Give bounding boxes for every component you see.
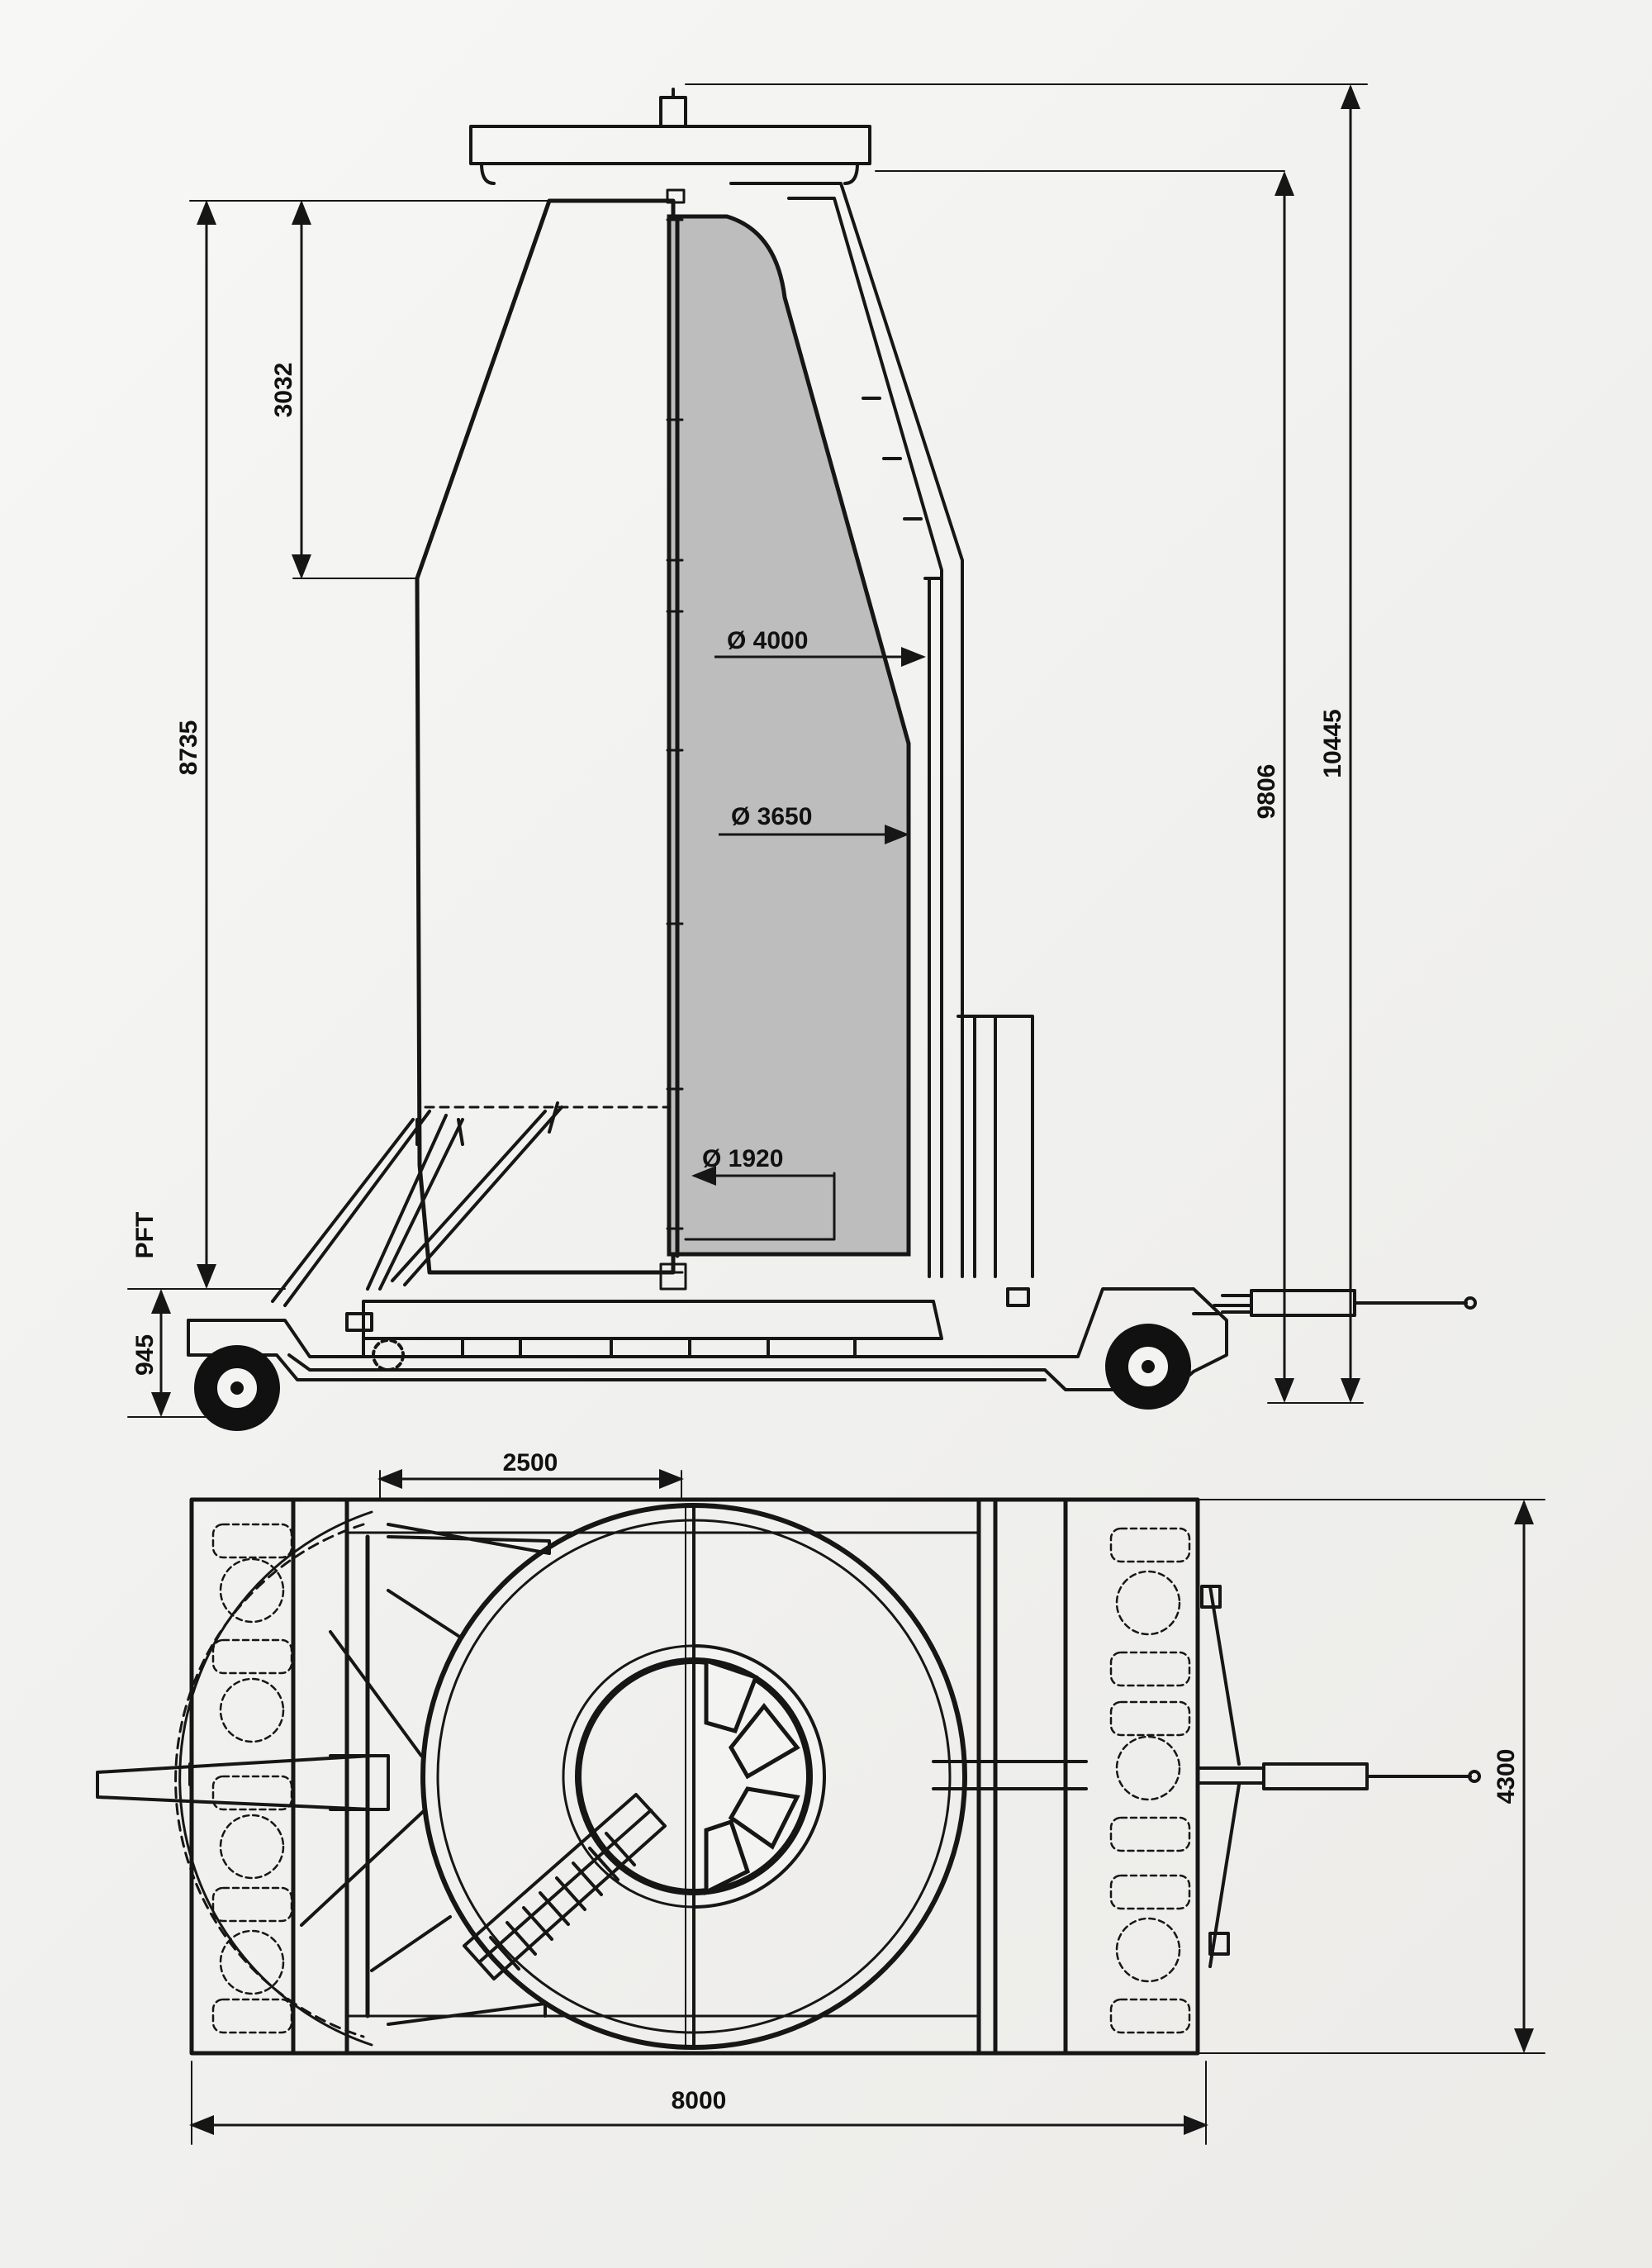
- label-dia-1920: Ø 1920: [702, 1145, 783, 1172]
- lifting-beam: [469, 88, 871, 185]
- label-10445: 10445: [1319, 709, 1346, 777]
- dim-8000: 8000: [189, 2087, 1208, 2135]
- label-2500: 2500: [503, 1449, 558, 1476]
- dim-10445: 10445: [1319, 84, 1360, 1403]
- label-4300: 4300: [1493, 1749, 1520, 1804]
- label-8735: 8735: [175, 720, 202, 776]
- plan-drawbar: [932, 1585, 1481, 1968]
- hatch: [575, 1643, 826, 1909]
- dia-3650: Ø 3650: [719, 803, 909, 844]
- label-8000: 8000: [672, 2087, 727, 2114]
- plan-struts: [188, 1523, 551, 2026]
- plan-rear-bar: [96, 1754, 390, 1811]
- towbar: [1221, 1289, 1477, 1317]
- plan-wheels-right: [1109, 1527, 1191, 2034]
- dia-1920: Ø 1920: [691, 1145, 836, 1239]
- label-pft: PFT: [131, 1212, 159, 1259]
- label-dia-4000: Ø 4000: [727, 627, 808, 654]
- plan-wheels-left: [211, 1523, 293, 2034]
- label-3032: 3032: [270, 363, 297, 418]
- dim-9806: 9806: [1253, 171, 1294, 1403]
- label-945: 945: [131, 1334, 159, 1376]
- side-frame: [729, 182, 1034, 1278]
- front-wheel: [1105, 1324, 1191, 1410]
- label-dia-3650: Ø 3650: [731, 803, 812, 830]
- extension-lines: [127, 83, 1368, 1418]
- plan-ladder: [463, 1793, 667, 1980]
- rear-wheel: [194, 1345, 280, 1431]
- dim-4300: 4300: [1493, 1500, 1534, 2053]
- dim-2500: 2500: [377, 1449, 684, 1489]
- side-view: 8735 3032 945 PFT 9806 10445 Ø 4000 Ø 36…: [127, 83, 1477, 1431]
- vessel-section: [659, 188, 911, 1291]
- dim-3032: 3032: [270, 200, 311, 579]
- label-9806: 9806: [1253, 764, 1280, 820]
- dim-8735: 8735: [175, 200, 216, 1289]
- plan-view: 2500 8000 4300: [96, 1449, 1545, 2145]
- trailer-chassis: [187, 1287, 1253, 1391]
- dia-4000: Ø 4000: [714, 627, 926, 667]
- support-struts: [271, 1101, 563, 1307]
- swing-arc: [174, 1510, 373, 2047]
- dim-945: 945 PFT: [131, 1212, 171, 1417]
